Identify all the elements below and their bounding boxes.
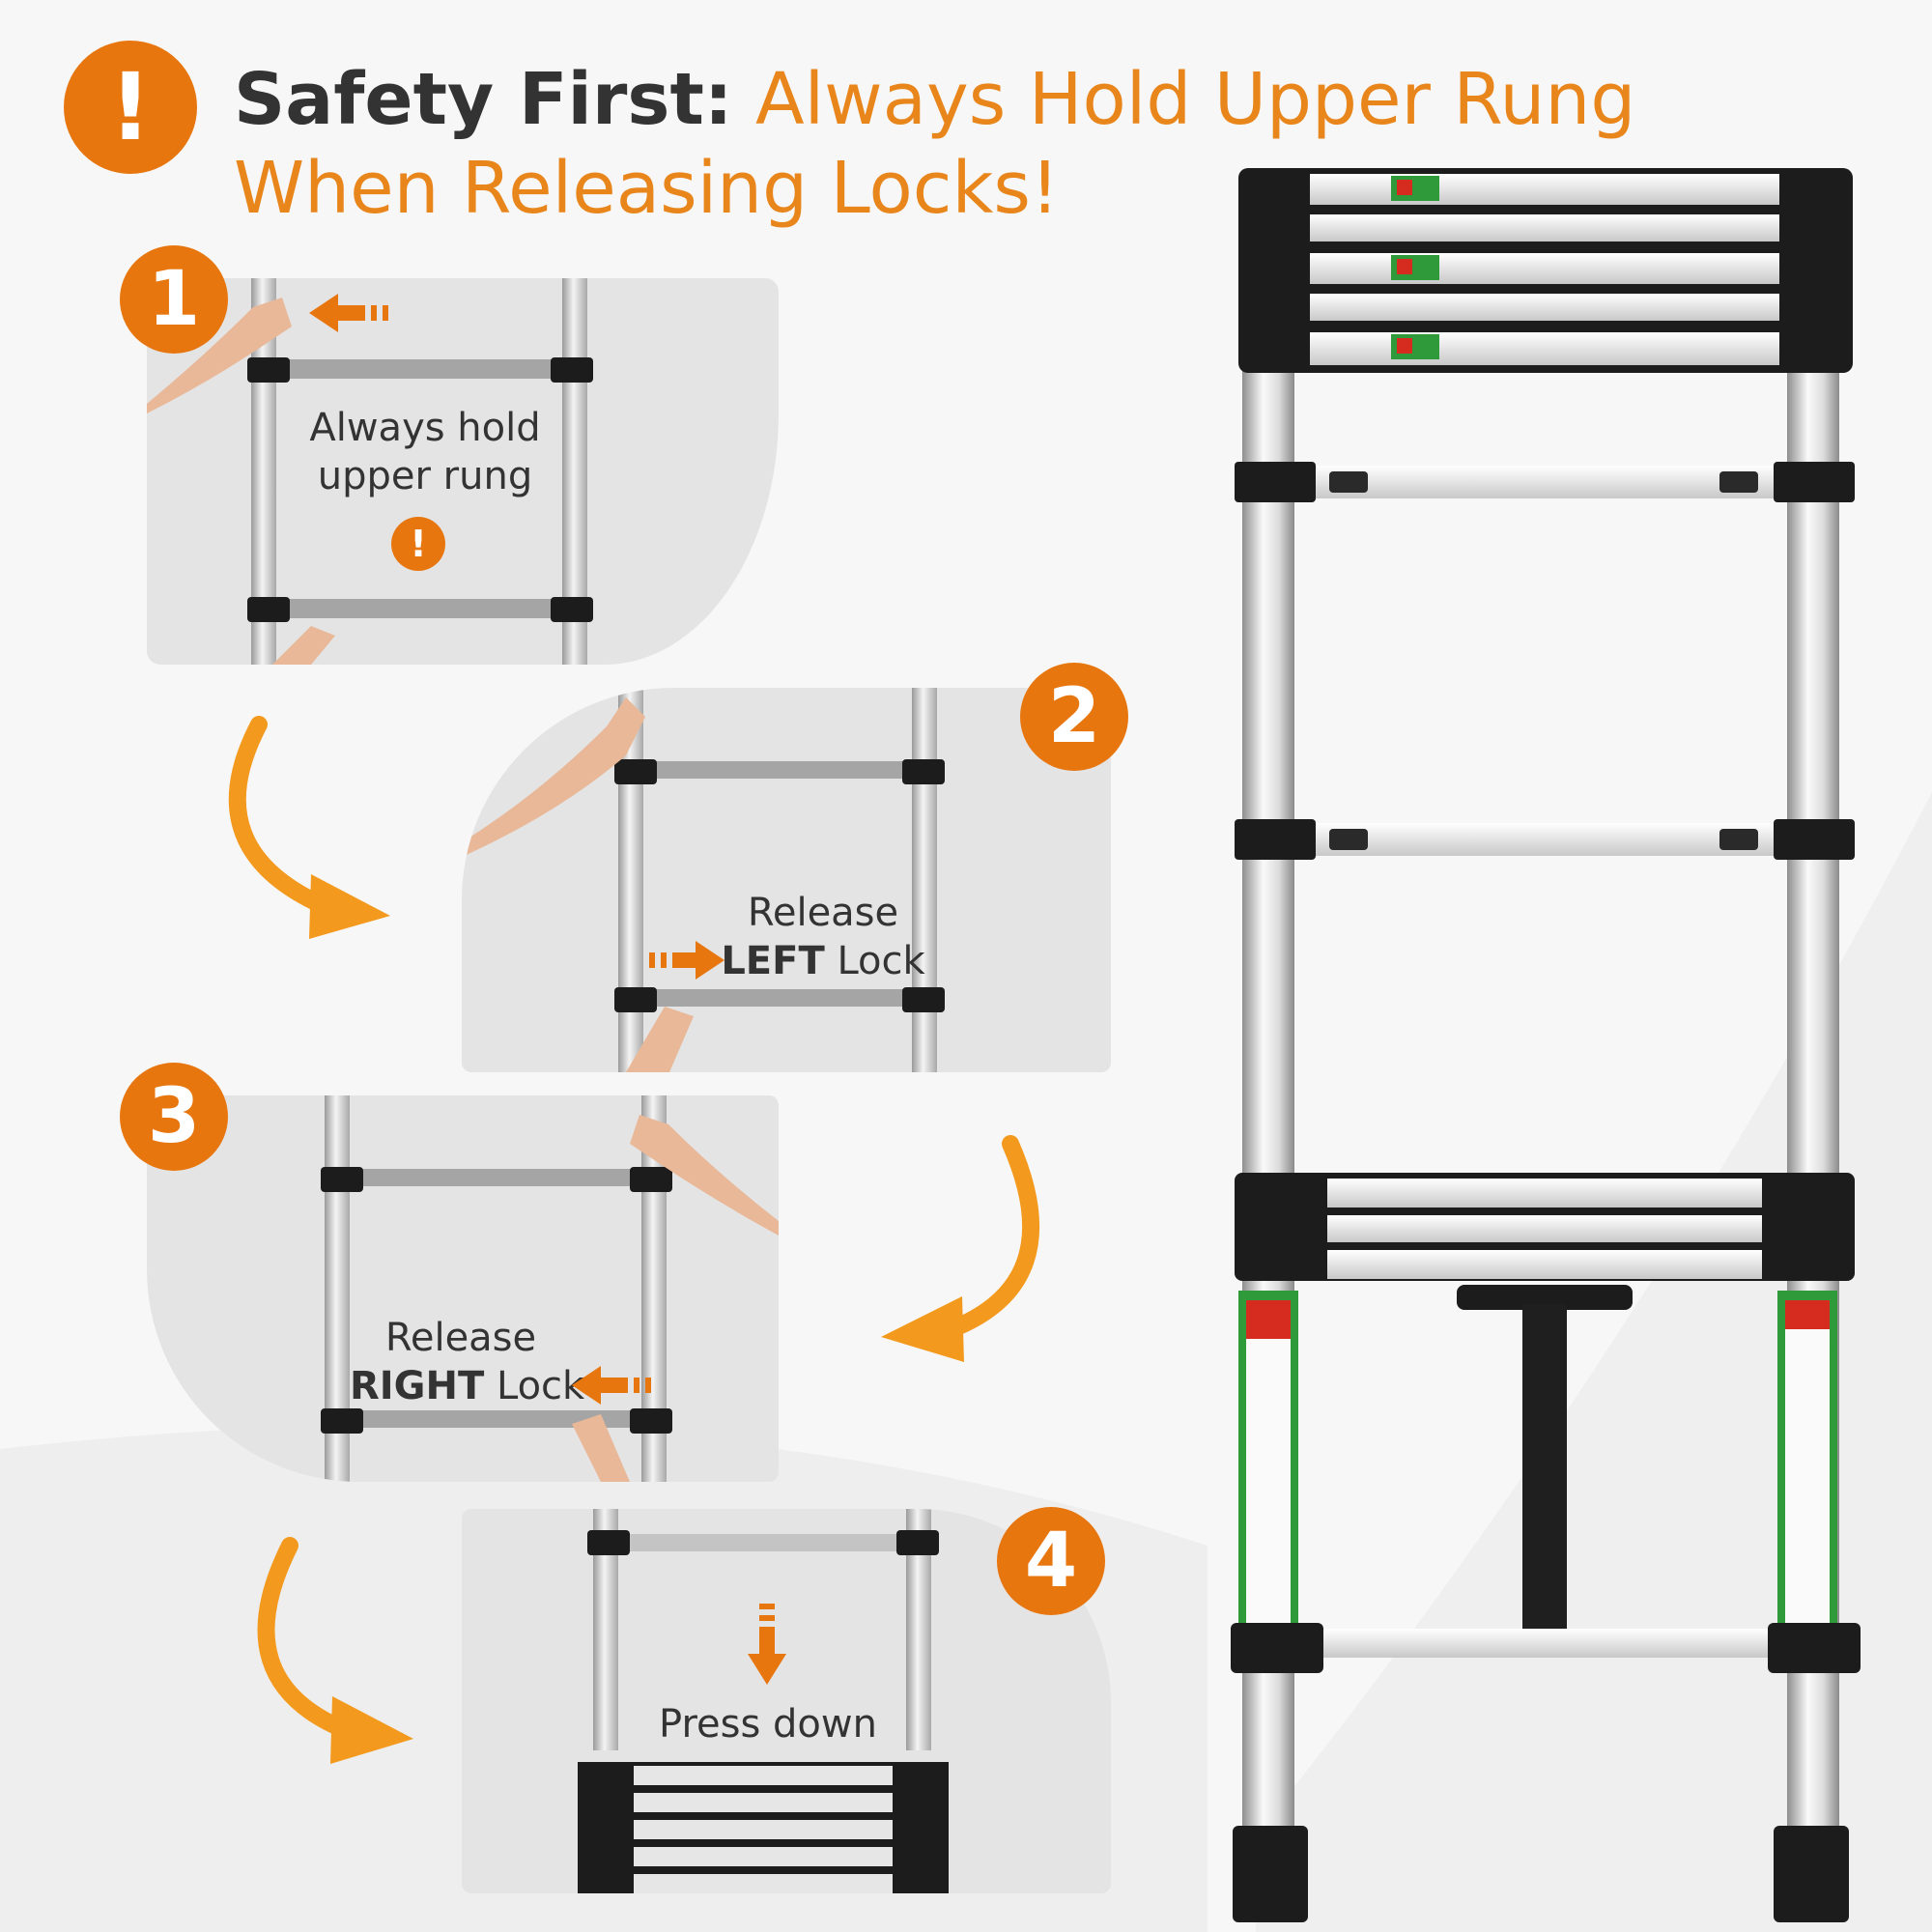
step-4-ladder-illustration <box>578 1509 949 1893</box>
step-3-caption: Release RIGHT Lock <box>350 1316 585 1408</box>
step-4-caption: Press down <box>659 1702 877 1747</box>
step-1-ladder-illustration <box>147 278 593 665</box>
step-2-panel <box>462 688 1111 1072</box>
step-1-warning-icon: ! <box>391 517 445 571</box>
collapsed-ladder-stack <box>578 1762 949 1893</box>
ladder-rung <box>1235 462 1855 502</box>
title-bold: Safety First: <box>234 58 733 141</box>
step-4-badge: 4 <box>997 1507 1105 1615</box>
step-3-ladder-illustration <box>321 1095 779 1482</box>
page-title-line2: When Releasing Locks! <box>234 147 1060 230</box>
top-collapsed-rungs <box>1238 168 1853 373</box>
step-3-panel <box>147 1095 779 1482</box>
lower-collapsed-rungs <box>1235 1173 1855 1281</box>
warning-icon: ! <box>64 41 197 174</box>
step-3-badge: 3 <box>120 1063 228 1171</box>
step-1-badge: 1 <box>120 245 228 354</box>
ladder-rung <box>1235 819 1855 860</box>
step-1-caption: Always hold upper rung <box>309 406 541 498</box>
step-4-panel <box>462 1509 1111 1893</box>
ladder-bottom-rung <box>1231 1623 1861 1673</box>
step-2-badge: 2 <box>1020 663 1128 771</box>
step-1-panel <box>147 278 779 665</box>
step-2-ladder-illustration <box>462 688 945 1072</box>
title-rest: Always Hold Upper Rung <box>754 58 1636 141</box>
page-title: Safety First: Always Hold Upper Rung <box>234 56 1635 143</box>
step-2-caption: Release LEFT Lock <box>721 891 925 983</box>
